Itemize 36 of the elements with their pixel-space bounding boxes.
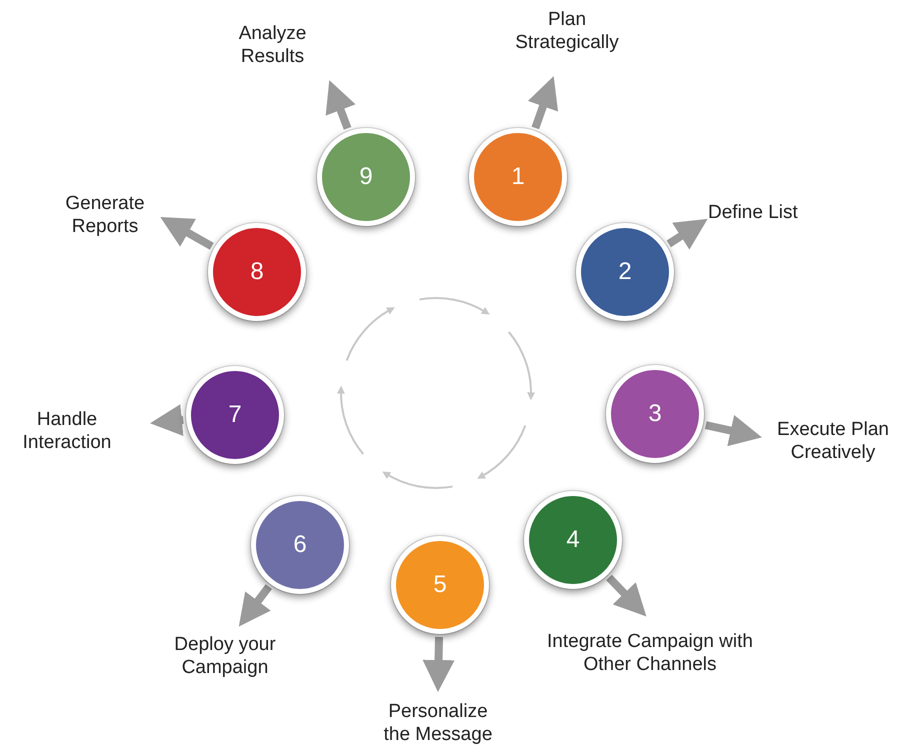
- arrow: [238, 584, 272, 627]
- arrow: [528, 76, 558, 130]
- step-label: Integrate Campaign with Other Channels: [545, 630, 755, 676]
- step-number: 3: [648, 400, 662, 428]
- arrow: [704, 414, 762, 446]
- step-circle: [391, 536, 489, 634]
- step-circle: [576, 223, 674, 321]
- step-label: Personalize the Message: [373, 700, 503, 746]
- arrow: [422, 636, 455, 692]
- step-circle: [524, 491, 622, 589]
- step-circle: [469, 128, 567, 226]
- arrow: [150, 404, 184, 436]
- step-circle: [208, 223, 306, 321]
- step-number: 7: [228, 401, 242, 429]
- step-label: Deploy your Campaign: [140, 633, 310, 679]
- arrow: [326, 80, 356, 130]
- step-number: 1: [511, 163, 525, 191]
- step-number: 9: [359, 163, 373, 191]
- step-number: 8: [250, 258, 264, 286]
- step-label: Generate Reports: [40, 192, 170, 238]
- step-circle: [317, 128, 415, 226]
- step-number: 5: [433, 571, 447, 599]
- arrow: [160, 217, 214, 250]
- step-label: Define List: [708, 201, 820, 224]
- step-circle: [251, 496, 349, 594]
- step-circle: [606, 365, 704, 463]
- step-label: Plan Strategically: [497, 8, 637, 54]
- arrow: [666, 218, 708, 250]
- arrow: [606, 574, 646, 616]
- step-label: Handle Interaction: [2, 408, 132, 454]
- step-number: 4: [566, 526, 580, 554]
- step-number: 2: [618, 258, 632, 286]
- step-label: Execute Plan Creatively: [770, 418, 896, 464]
- step-circle: [186, 366, 284, 464]
- step-label: Analyze Results: [205, 22, 340, 68]
- step-number: 6: [293, 531, 307, 559]
